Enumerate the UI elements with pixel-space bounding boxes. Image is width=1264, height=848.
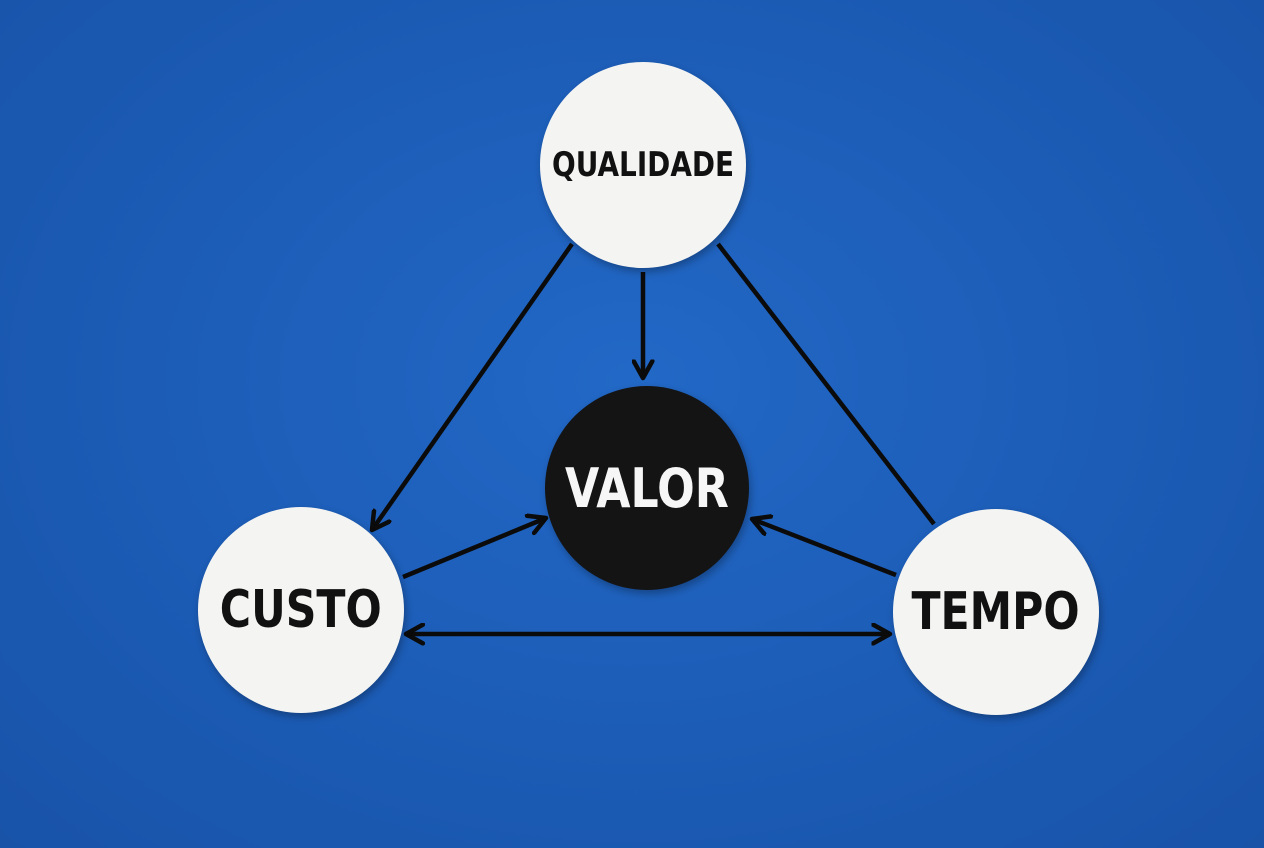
node-tempo: TEMPO: [893, 509, 1099, 715]
node-valor: VALOR: [545, 386, 749, 590]
node-custo: CUSTO: [198, 507, 404, 713]
line-qualidade-tempo: [716, 242, 936, 526]
node-label-custo: CUSTO: [220, 580, 382, 640]
node-qualidade: QUALIDADE: [540, 62, 746, 268]
arrow-tempo-to-valor: [752, 519, 897, 578]
node-label-qualidade: QUALIDADE: [551, 145, 735, 185]
arrow-qualidade-to-custo: [372, 242, 574, 530]
node-label-valor: VALOR: [565, 456, 729, 520]
arrow-custo-to-valor: [402, 518, 546, 580]
node-label-tempo: TEMPO: [911, 582, 1081, 642]
